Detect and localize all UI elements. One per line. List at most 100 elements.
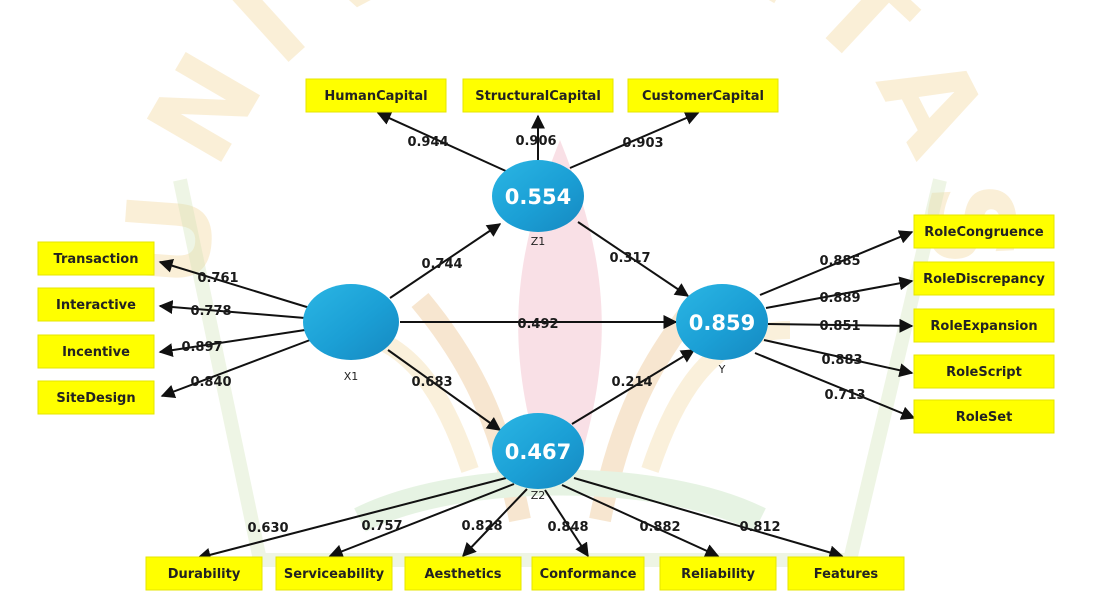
edges-z2-indicators — [196, 477, 844, 562]
indicator-aesthetics-box[interactable] — [404, 556, 522, 591]
path-x1-z2 — [387, 349, 502, 431]
indicator-roleset-box[interactable] — [913, 399, 1055, 434]
indicator-roleset[interactable]: RoleSet — [913, 399, 1055, 434]
edge-z2-durability — [196, 477, 507, 562]
edge-z1-humancapital — [376, 111, 509, 173]
loading-z1-customercapital: 0.903 — [622, 136, 663, 151]
latent-y[interactable]: 0.859 Y — [676, 284, 768, 376]
edges-structural — [387, 221, 696, 431]
edge-z2-reliability — [561, 484, 720, 558]
latent-x1[interactable]: X1 — [303, 284, 399, 383]
latent-z1[interactable]: 0.554 Z1 — [492, 160, 584, 248]
indicator-features-label: Features — [814, 567, 879, 582]
indicator-incentive-box[interactable] — [37, 334, 155, 369]
indicator-transaction[interactable]: Transaction — [37, 241, 155, 276]
coef-x1-z1: 0.744 — [421, 257, 462, 272]
indicator-structuralcapital[interactable]: StructuralCapital — [462, 78, 614, 113]
indicator-conformance-box[interactable] — [531, 556, 645, 591]
latent-z2-label: Z2 — [531, 489, 546, 502]
edge-x1-sitedesign — [160, 339, 311, 399]
latent-x1-label: X1 — [344, 370, 359, 383]
indicator-reliability[interactable]: Reliability — [659, 556, 777, 591]
indicator-humancapital-box[interactable] — [305, 78, 447, 113]
loading-labels: 0.944 0.906 0.903 0.761 0.778 0.897 0.84… — [181, 134, 865, 536]
indicator-humancapital[interactable]: HumanCapital — [305, 78, 447, 113]
loading-y-rolecongruence: 0.885 — [819, 254, 860, 269]
indicator-serviceability-box[interactable] — [275, 556, 393, 591]
indicator-durability-box[interactable] — [145, 556, 263, 591]
indicator-rolecongruence-box[interactable] — [913, 214, 1055, 249]
indicator-interactive-label: Interactive — [56, 298, 136, 313]
latent-z2[interactable]: 0.467 Z2 — [492, 413, 584, 502]
indicator-sitedesign[interactable]: SiteDesign — [37, 380, 155, 415]
indicator-rolescript[interactable]: RoleScript — [913, 354, 1055, 389]
edge-z2-conformance — [544, 489, 589, 558]
indicator-aesthetics[interactable]: Aesthetics — [404, 556, 522, 591]
loading-z1-humancapital: 0.944 — [407, 135, 448, 150]
edges-z1-indicators — [376, 111, 700, 173]
indicator-conformance-label: Conformance — [540, 567, 637, 582]
edge-y-rolescript — [763, 339, 914, 378]
indicator-sitedesign-box[interactable] — [37, 380, 155, 415]
indicator-rolediscrepancy-label: RoleDiscrepancy — [923, 272, 1045, 287]
indicator-incentive[interactable]: Incentive — [37, 334, 155, 369]
loading-x1-interactive: 0.778 — [190, 304, 231, 319]
path-z2-y — [571, 349, 696, 425]
loading-z2-features: 0.812 — [739, 520, 780, 535]
edge-z2-features — [573, 477, 844, 560]
indicator-rolescript-box[interactable] — [913, 354, 1055, 389]
edge-z2-aesthetics — [462, 488, 528, 558]
indicator-rolediscrepancy[interactable]: RoleDiscrepancy — [913, 261, 1055, 296]
latent-z2-r2: 0.467 — [505, 440, 571, 464]
indicator-reliability-label: Reliability — [681, 567, 755, 582]
indicator-serviceability[interactable]: Serviceability — [275, 556, 393, 591]
indicator-structuralcapital-box[interactable] — [462, 78, 614, 113]
latent-z1-ellipse[interactable] — [492, 160, 584, 232]
edge-y-rolediscrepancy — [765, 276, 914, 309]
indicator-transaction-box[interactable] — [37, 241, 155, 276]
path-z1-y — [577, 221, 690, 297]
latent-y-ellipse[interactable] — [676, 284, 768, 360]
indicator-conformance[interactable]: Conformance — [531, 556, 645, 591]
indicator-incentive-label: Incentive — [62, 345, 130, 360]
indicator-roleexpansion-box[interactable] — [913, 308, 1055, 343]
loading-x1-incentive: 0.897 — [181, 340, 222, 355]
indicator-roleset-label: RoleSet — [956, 410, 1013, 425]
indicator-rolediscrepancy-box[interactable] — [913, 261, 1055, 296]
indicator-rolecongruence[interactable]: RoleCongruence — [913, 214, 1055, 249]
indicator-reliability-box[interactable] — [659, 556, 777, 591]
indicator-customercapital-label: CustomerCapital — [642, 89, 764, 104]
latent-y-label: Y — [718, 363, 726, 376]
coef-x1-z2: 0.683 — [411, 375, 452, 390]
edge-x1-transaction — [158, 259, 311, 309]
path-x1-z1 — [389, 223, 502, 299]
latent-z2-ellipse[interactable] — [492, 413, 584, 489]
path-labels: 0.744 0.492 0.683 0.317 0.214 — [411, 251, 652, 390]
latent-z1-label: Z1 — [531, 235, 546, 248]
indicator-features[interactable]: Features — [787, 556, 905, 591]
indicator-customercapital[interactable]: CustomerCapital — [627, 78, 779, 113]
indicator-durability[interactable]: Durability — [145, 556, 263, 591]
loading-y-rolescript: 0.883 — [821, 353, 862, 368]
edge-y-roleset — [754, 352, 916, 420]
edges-x1-indicators — [158, 259, 311, 399]
indicator-customercapital-box[interactable] — [627, 78, 779, 113]
loading-z1-structuralcapital: 0.906 — [515, 134, 556, 149]
loading-x1-sitedesign: 0.840 — [190, 375, 231, 390]
indicator-interactive[interactable]: Interactive — [37, 287, 155, 322]
indicator-features-box[interactable] — [787, 556, 905, 591]
coef-z1-y: 0.317 — [609, 251, 650, 266]
loading-z2-aesthetics: 0.828 — [461, 519, 502, 534]
coef-x1-y: 0.492 — [517, 317, 558, 332]
latent-x1-ellipse[interactable] — [303, 284, 399, 360]
loading-z2-reliability: 0.882 — [639, 520, 680, 535]
indicator-durability-label: Durability — [168, 567, 241, 582]
loading-z2-conformance: 0.848 — [547, 520, 588, 535]
indicator-interactive-box[interactable] — [37, 287, 155, 322]
indicator-aesthetics-label: Aesthetics — [424, 567, 501, 582]
indicator-transaction-label: Transaction — [54, 252, 139, 267]
indicator-roleexpansion[interactable]: RoleExpansion — [913, 308, 1055, 343]
edges-y-indicators — [754, 230, 916, 420]
